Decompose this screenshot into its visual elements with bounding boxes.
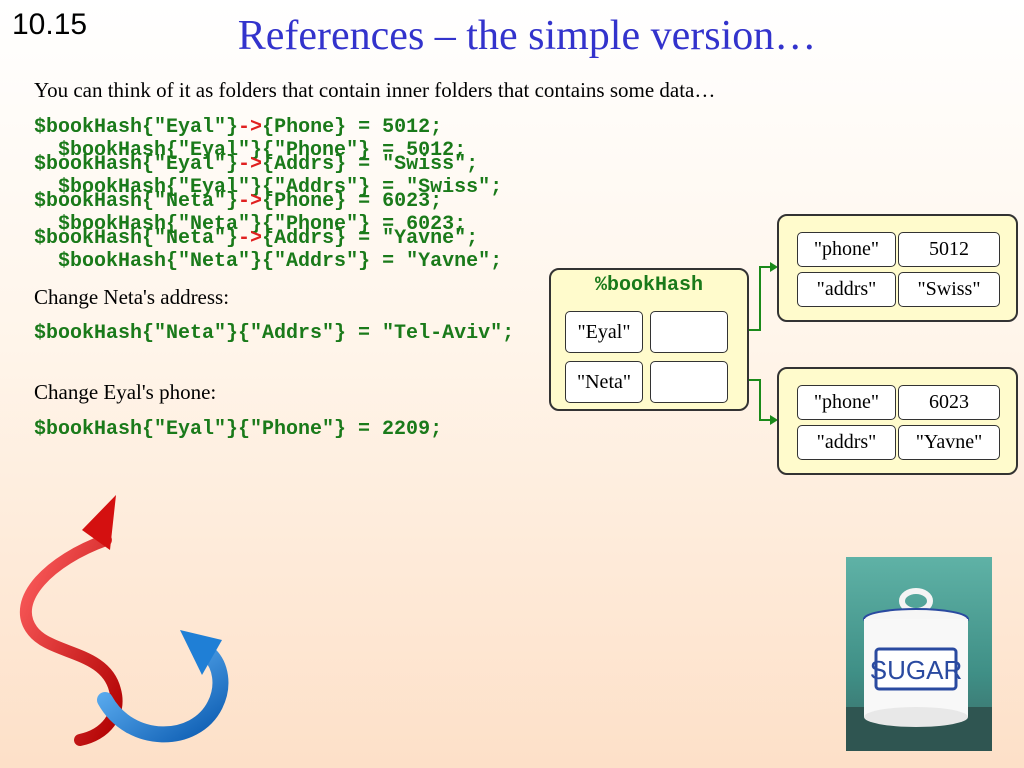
change-neta-code: $bookHash{"Neta"}{"Addrs"} = "Tel-Aviv"; [34,322,515,345]
value-ref-neta [650,361,728,403]
sugar-jar-icon: SUGAR [846,588,992,751]
code-line-4: $bookHash{"Neta"}{"Addrs"} = "Yavne"; $b… [34,227,502,296]
arrow-operator: -> [238,153,263,176]
code-line-4-base: $bookHash{"Neta"}{"Addrs"} = "Yavne"; [58,250,503,273]
eyal-phone-value: 5012 [898,232,1000,267]
code-line-3-overlay: $bookHash{"Neta"}->{Phone} = 6023; [34,190,443,213]
sugar-jar-photo: SUGAR [846,557,992,751]
curved-arrows-icon [20,495,229,746]
neta-addrs-value: "Yavne" [898,425,1000,460]
change-eyal-code: $bookHash{"Eyal"}{"Phone"} = 2209; [34,418,443,441]
slide-number: 10.15 [12,8,88,41]
key-neta: "Neta" [565,361,643,403]
arrow-operator: -> [238,116,263,139]
code-line-3-base: $bookHash{"Neta"}{"Phone"} = 6023; [58,213,467,236]
intro-text: You can think of it as folders that cont… [34,78,716,102]
arrow-operator: -> [238,190,263,213]
eyal-addrs-value: "Swiss" [898,272,1000,307]
code-line-3: $bookHash{"Neta"}{"Phone"} = 6023; $book… [34,190,466,259]
arrow-operator: -> [238,227,263,250]
neta-addrs-key: "addrs" [797,425,896,460]
code-line-1-overlay: $bookHash{"Eyal"}->{Phone} = 5012; [34,116,443,139]
code-line-1: $bookHash{"Eyal"}{"Phone"} = 5012; $book… [34,116,466,185]
bookhash-panel: %bookHash "Eyal" "Neta" [549,268,749,411]
change-neta-label: Change Neta's address: [34,285,230,309]
bookhash-title: %bookHash [594,274,704,297]
jar-label: SUGAR [870,655,962,685]
change-eyal-label: Change Eyal's phone: [34,380,217,404]
value-ref-eyal [650,311,728,353]
eyal-phone-key: "phone" [797,232,896,267]
slide-title: References – the simple version… [237,13,817,59]
eyal-hash-panel: "phone" 5012 "addrs" "Swiss" [777,214,1018,322]
neta-phone-key: "phone" [797,385,896,420]
code-line-2-overlay: $bookHash{"Eyal"}->{Addrs} = "Swiss"; [34,153,479,176]
eyal-addrs-key: "addrs" [797,272,896,307]
code-line-4-overlay: $bookHash{"Neta"}->{Addrs} = "Yavne"; [34,227,479,250]
key-eyal: "Eyal" [565,311,643,353]
neta-phone-value: 6023 [898,385,1000,420]
neta-hash-panel: "phone" 6023 "addrs" "Yavne" [777,367,1018,475]
code-line-2-base: $bookHash{"Eyal"}{"Addrs"} = "Swiss"; [58,176,503,199]
code-line-1-base: $bookHash{"Eyal"}{"Phone"} = 5012; [58,139,467,162]
code-line-2: $bookHash{"Eyal"}{"Addrs"} = "Swiss"; $b… [34,153,502,222]
